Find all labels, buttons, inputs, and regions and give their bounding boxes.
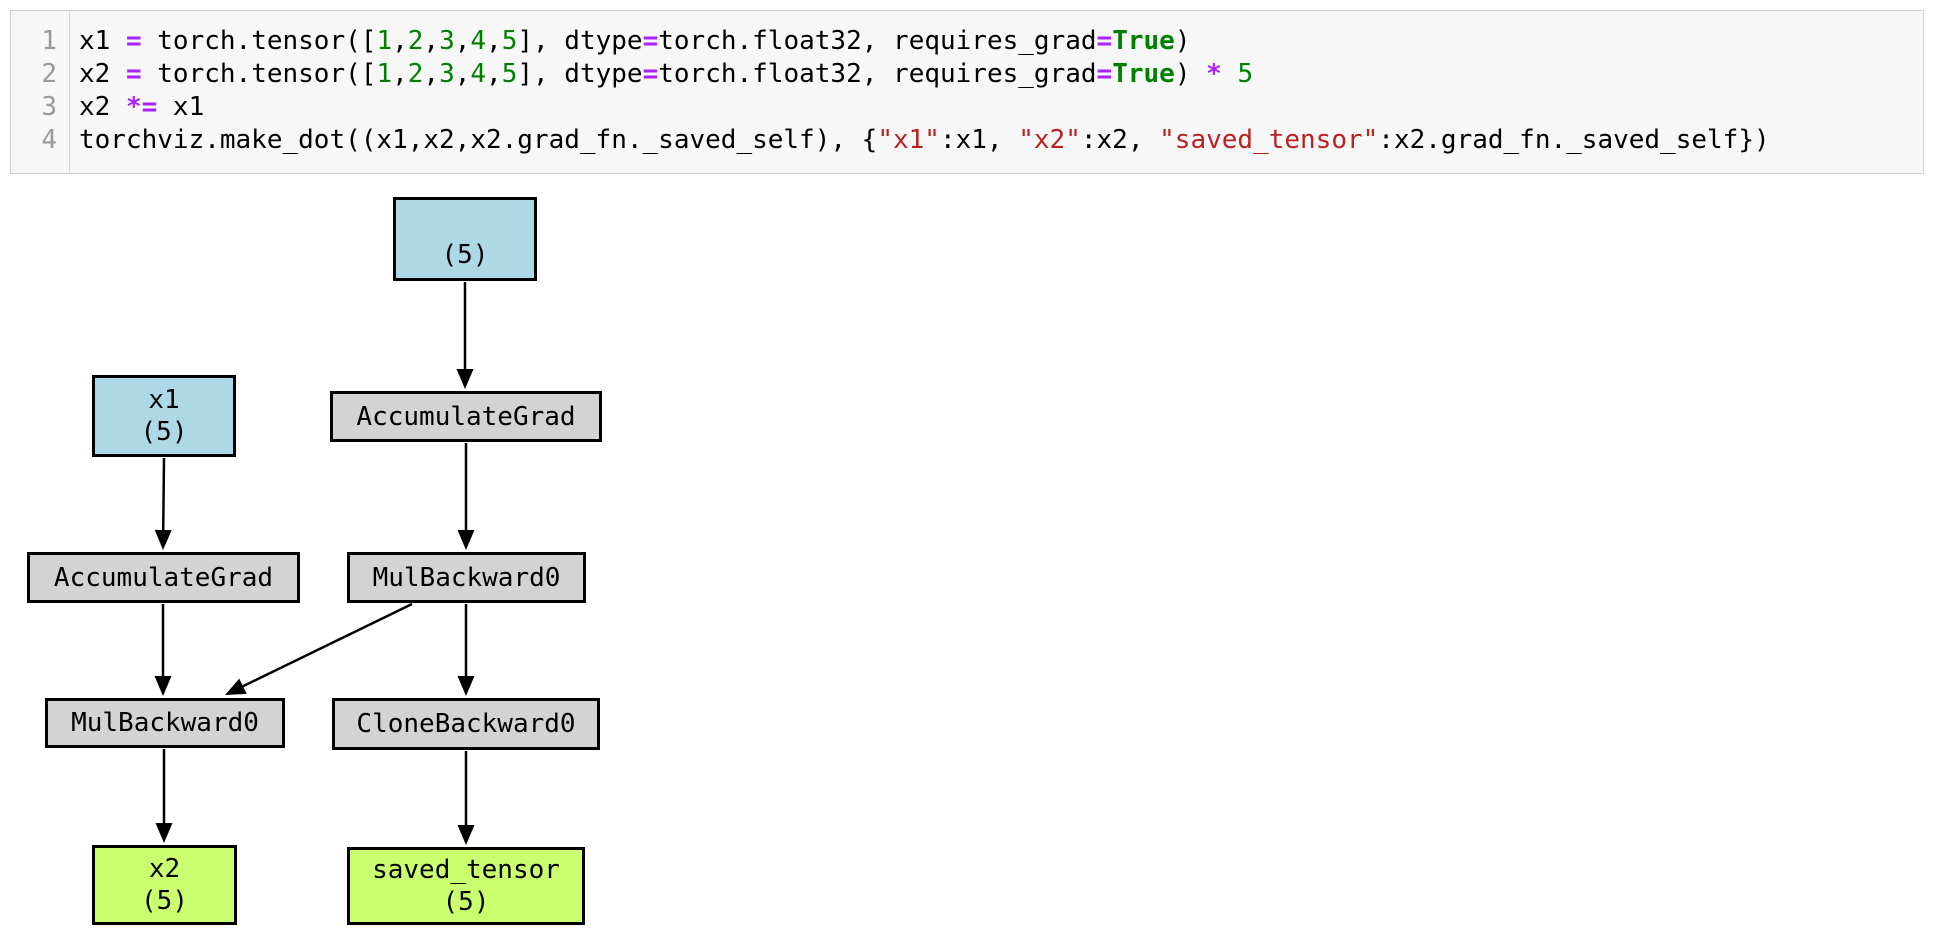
code-token: , — [423, 26, 440, 56]
graph-node-x1-tensor: x1(5) — [92, 375, 236, 457]
code-token: torch.float32, requires_grad — [658, 59, 1097, 89]
graph-node-label: AccumulateGrad — [356, 401, 576, 432]
code-token: , — [423, 59, 440, 89]
edge-mulbackward0-right-to-clonebackward0 — [457, 604, 475, 696]
graph-node-accumulategrad-left: AccumulateGrad — [27, 552, 300, 603]
graph-node-label: AccumulateGrad — [53, 562, 274, 593]
code-token: 2 — [407, 59, 424, 89]
code-token: :x2, — [1080, 125, 1160, 155]
edge-accumulategrad-left-to-mulbackward0-left — [154, 604, 172, 696]
code-token: x2 — [79, 92, 126, 122]
code-token: ) — [1174, 59, 1207, 89]
code-token: ], dtype — [517, 59, 643, 89]
code-token: , — [486, 59, 502, 89]
graph-node-label: (5) — [441, 240, 489, 270]
code-token: "x2" — [1018, 125, 1081, 155]
code-token: True — [1112, 59, 1175, 89]
code-token: 5 — [501, 59, 518, 89]
graph-node-label: MulBackward0 — [372, 562, 561, 593]
edge-clonebackward0-to-saved-tensor — [457, 751, 475, 845]
line-number: 2 — [41, 59, 57, 89]
code-line[interactable]: x2 = torch.tensor([1,2,3,4,5], dtype=tor… — [79, 58, 1923, 91]
line-number: 3 — [41, 92, 57, 122]
code-token: torch.tensor([ — [141, 26, 377, 56]
line-number: 1 — [41, 26, 57, 56]
code-editor[interactable]: x1 = torch.tensor([1,2,3,4,5], dtype=tor… — [70, 11, 1923, 173]
code-token: *= — [125, 92, 158, 122]
graph-node-label: saved_tensor — [372, 855, 560, 885]
edge-mulbackward0-left-to-x2-tensor — [155, 749, 173, 843]
code-token: "saved_tensor" — [1159, 125, 1379, 155]
graph-node-label: MulBackward0 — [71, 708, 259, 738]
code-token: 3 — [439, 26, 455, 56]
edge-mulbackward0-right-to-mulbackward0-left — [225, 602, 413, 695]
code-token: x1 — [157, 92, 205, 122]
code-token: = — [125, 26, 142, 56]
graph-node-label: (5) — [140, 417, 188, 447]
code-token: , — [486, 26, 502, 56]
edge-accumulategrad-right-to-mulbackward0-right — [457, 443, 475, 550]
code-token: ) — [1174, 26, 1191, 56]
code-token: , — [392, 59, 408, 89]
code-token: = — [1096, 59, 1113, 89]
graph-node-label: (5) — [141, 886, 188, 916]
code-line[interactable]: torchviz.make_dot((x1,x2,x2.grad_fn._sav… — [79, 124, 1923, 157]
code-token: 1 — [376, 59, 393, 89]
code-token: x2 — [79, 59, 126, 89]
code-token: torchviz.make_dot((x1,x2,x2.grad_fn._sav… — [79, 125, 878, 155]
code-line[interactable]: x2 *= x1 — [79, 91, 1923, 124]
graph-node-label: CloneBackward0 — [356, 709, 576, 739]
graph-node-label: x1 — [148, 385, 180, 415]
code-line[interactable]: x1 = torch.tensor([1,2,3,4,5], dtype=tor… — [79, 25, 1923, 58]
code-token: ], dtype — [517, 26, 643, 56]
graph-node-x2-tensor: x2(5) — [92, 845, 237, 925]
code-token: "x1" — [877, 125, 940, 155]
code-token: * — [1206, 59, 1222, 89]
code-token: , — [454, 26, 471, 56]
code-token: 1 — [376, 26, 393, 56]
code-token: = — [1096, 26, 1113, 56]
graph-node-label: x2 — [148, 854, 181, 884]
graph-node-accumulategrad-right: AccumulateGrad — [330, 391, 602, 442]
code-token: True — [1112, 26, 1175, 56]
graph-node-mulbackward0-right: MulBackward0 — [347, 552, 586, 603]
graph-node-label: (5) — [442, 887, 490, 917]
graph-node-mulbackward0-left: MulBackward0 — [45, 698, 285, 748]
code-token: torch.float32, requires_grad — [658, 26, 1097, 56]
graph-node-saved-tensor: saved_tensor(5) — [347, 847, 585, 925]
graph-node-clonebackward0: CloneBackward0 — [332, 698, 600, 750]
code-token: 4 — [470, 59, 487, 89]
code-token: 3 — [439, 59, 455, 89]
code-token: 5 — [1237, 59, 1254, 89]
line-number: 4 — [41, 125, 57, 155]
code-token: :x2.grad_fn._saved_self}) — [1378, 125, 1770, 155]
code-token: torch.tensor([ — [141, 59, 377, 89]
code-token: x1 — [79, 26, 126, 56]
code-token: = — [642, 59, 659, 89]
code-token: , — [392, 26, 408, 56]
code-token: = — [642, 26, 659, 56]
edge-x1-tensor-to-accumulategrad-left — [154, 457, 172, 550]
code-token: 4 — [470, 26, 487, 56]
code-token: , — [454, 59, 471, 89]
graph-node-output-tensor: (5) — [393, 197, 537, 281]
code-token: :x1, — [939, 125, 1019, 155]
code-token: 2 — [407, 26, 424, 56]
edge-output-tensor-to-accumulategrad-right — [456, 282, 474, 389]
code-token: 5 — [501, 26, 518, 56]
code-token: = — [125, 59, 142, 89]
